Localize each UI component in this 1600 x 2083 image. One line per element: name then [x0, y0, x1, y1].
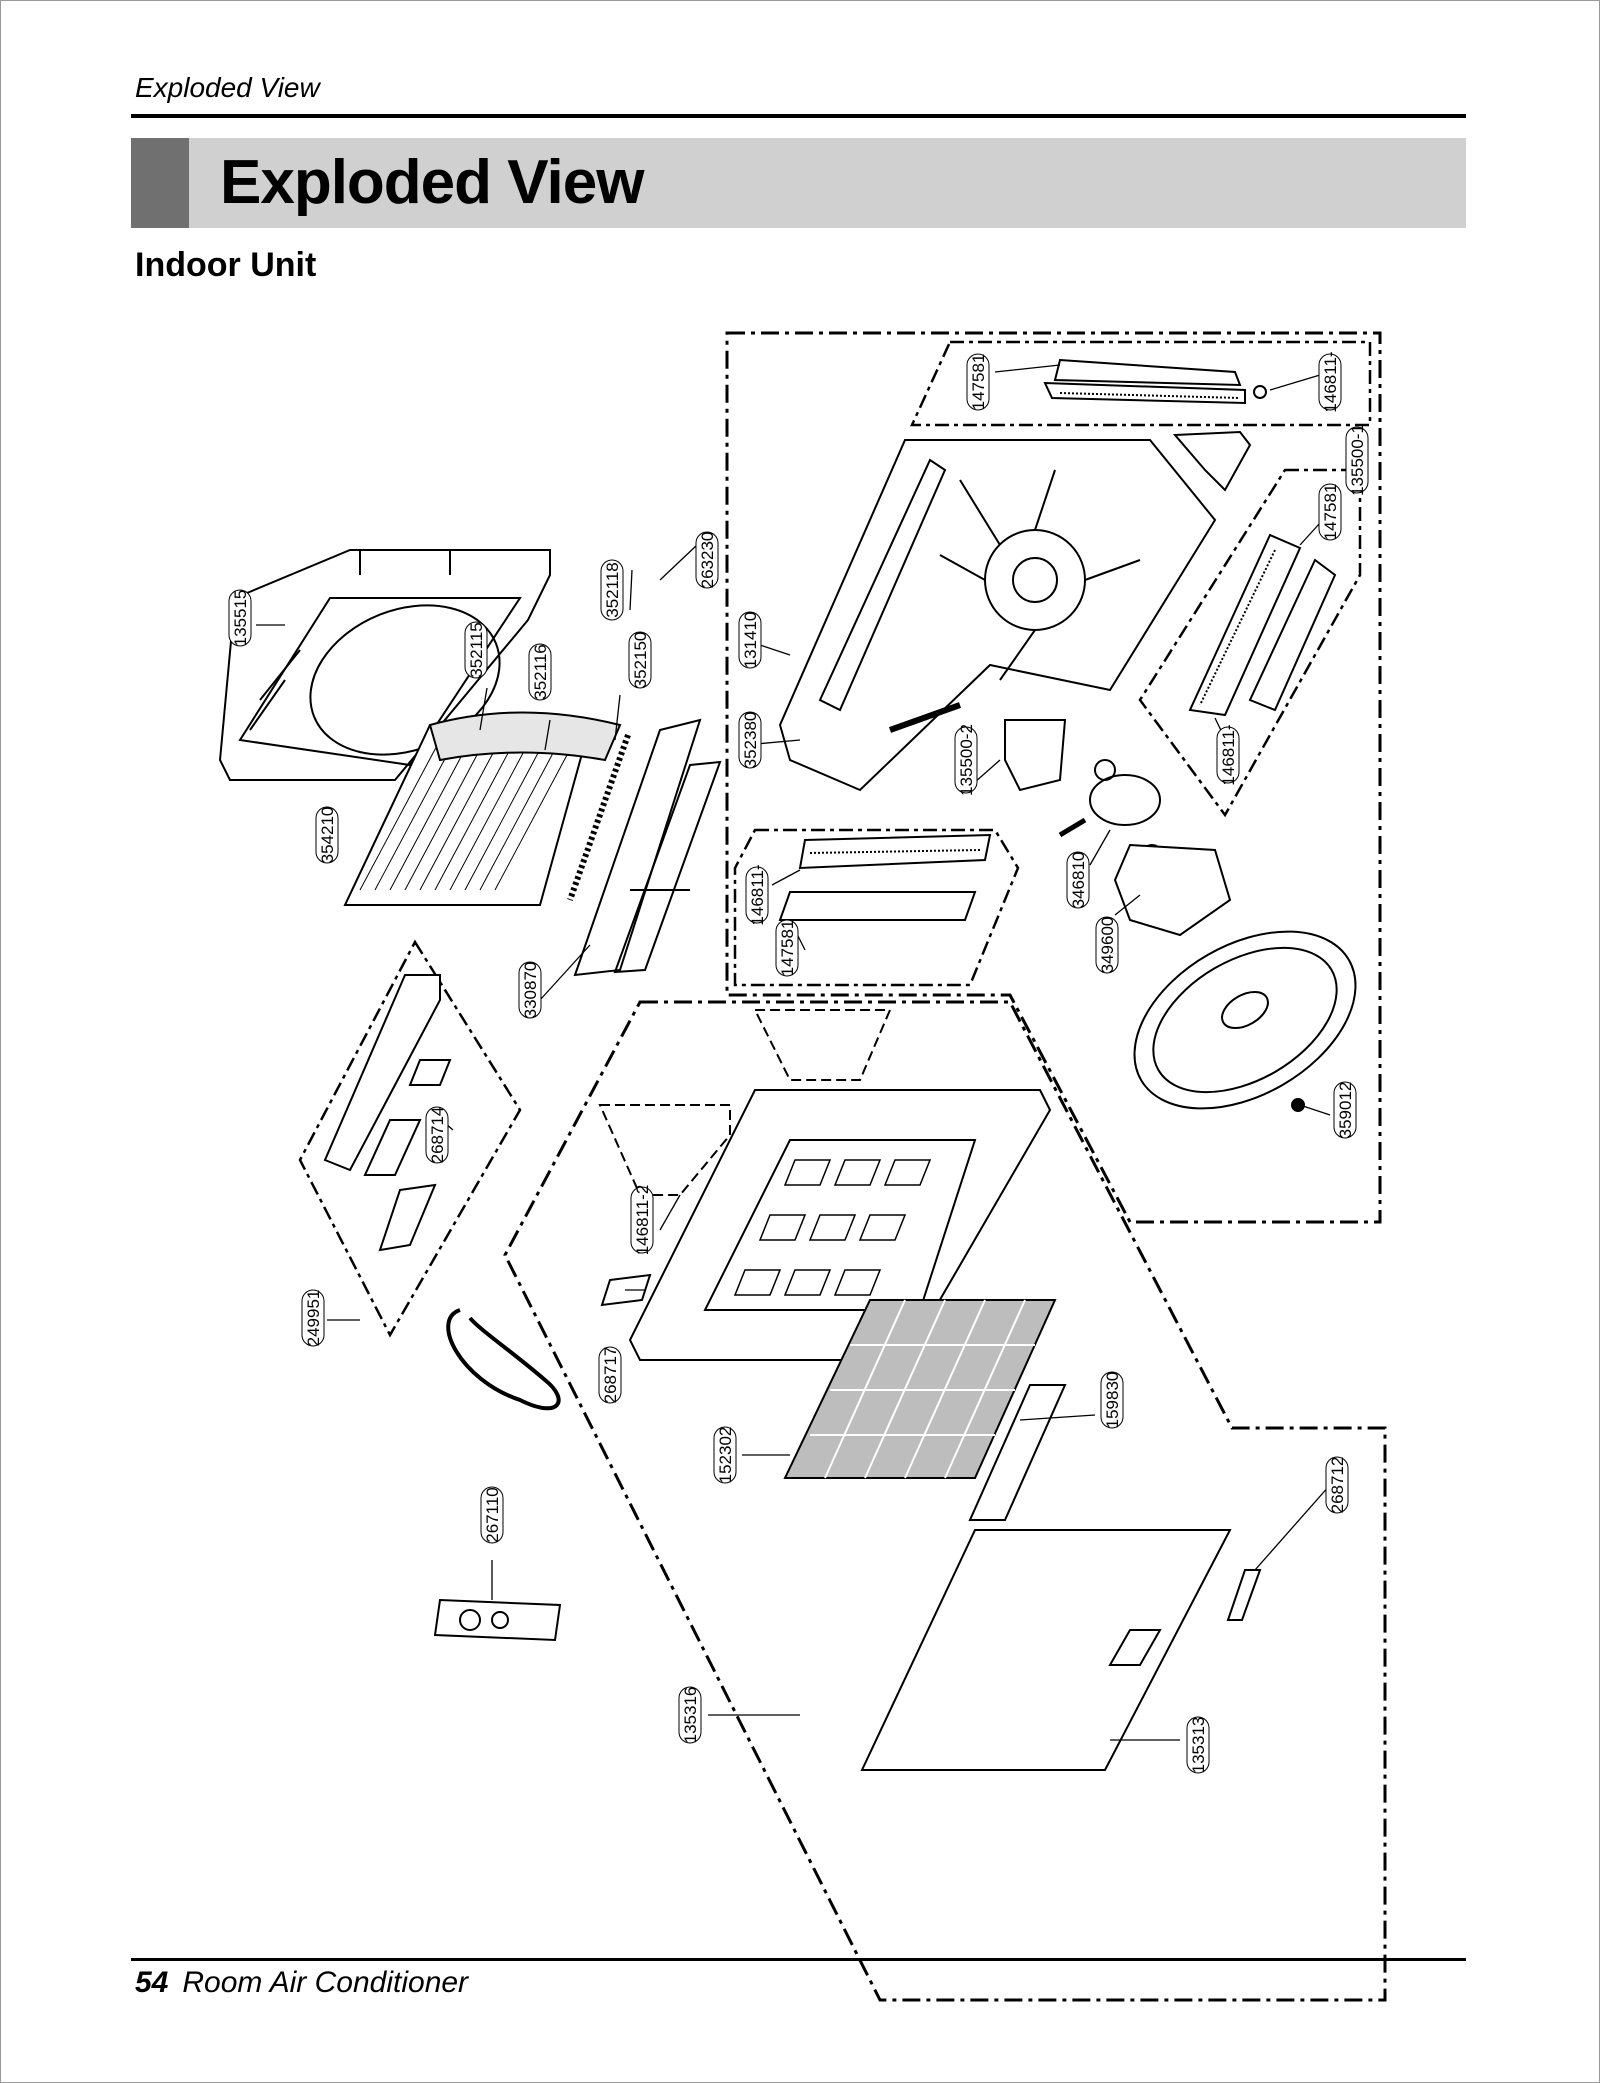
callout-268714: 268714 — [425, 1106, 449, 1164]
upper-bracket — [1172, 430, 1252, 492]
svg-text:352380: 352380 — [741, 712, 760, 769]
callout-352380: 352380 — [738, 711, 762, 769]
display-receiver — [1226, 1569, 1262, 1621]
back-chassis — [218, 549, 551, 781]
front-grille — [860, 1529, 1232, 1771]
callout-labels: 147581 146811- 135500-1 147581 146811- 2… — [228, 351, 1369, 1774]
callout-135500-2: 135500-2 — [954, 724, 978, 796]
callout-263230: 263230 — [695, 531, 719, 589]
svg-text:146811-: 146811- — [748, 864, 767, 925]
callout-147581-right: 147581 — [1318, 483, 1342, 541]
top-vane-boundary — [910, 340, 1372, 427]
svg-text:267110: 267110 — [483, 1487, 502, 1542]
air-filter — [783, 1299, 1057, 1479]
callout-146811-2: 146811-2 — [630, 1185, 654, 1256]
callout-352150: 352150 — [628, 631, 652, 689]
svg-text:135500-2: 135500-2 — [957, 724, 976, 796]
callout-352118: 352118 — [600, 559, 624, 621]
header-rule — [131, 114, 1466, 118]
evaporator-coil — [343, 711, 631, 906]
page-number: 54 — [135, 1966, 169, 1999]
callout-330870: 330870 — [518, 961, 542, 1019]
svg-text:147581: 147581 — [778, 920, 797, 977]
callout-146811-left: 146811- — [745, 864, 769, 926]
svg-text:135313: 135313 — [1189, 1717, 1208, 1774]
motor-mount — [1113, 843, 1232, 937]
svg-text:147581: 147581 — [1321, 484, 1340, 541]
callout-159830: 159830 — [1100, 1371, 1124, 1429]
svg-text:249951: 249951 — [304, 1290, 323, 1347]
svg-text:135515: 135515 — [231, 590, 250, 647]
callout-135313: 135313 — [1186, 1716, 1210, 1774]
callout-267110: 267110 — [480, 1486, 504, 1544]
callout-131410: 131410 — [738, 611, 762, 669]
callout-359012: 359012 — [1333, 1081, 1357, 1139]
fan-group-boundary — [725, 331, 1382, 1224]
svg-text:147581: 147581 — [969, 354, 988, 411]
callout-146811-right: 146811- — [1216, 724, 1240, 786]
callout-152302: 152302 — [713, 1426, 737, 1484]
svg-text:330870: 330870 — [521, 962, 540, 1019]
left-vane-assembly — [778, 833, 992, 921]
svg-text:268712: 268712 — [1328, 1457, 1347, 1514]
turbo-fan — [1133, 930, 1357, 1112]
fan-motor — [1058, 759, 1163, 866]
callout-268717: 268717 — [598, 1346, 622, 1404]
svg-text:146811-: 146811- — [1219, 724, 1238, 785]
callout-354210: 354210 — [315, 806, 339, 864]
svg-text:131410: 131410 — [741, 612, 760, 669]
running-head: Exploded View — [135, 72, 320, 103]
page-title: Exploded View — [220, 148, 644, 217]
vane-motor-boundary-b — [598, 1104, 731, 1196]
title-tab — [131, 138, 189, 228]
footer-rule — [131, 1958, 1466, 1961]
title-band — [131, 138, 1466, 228]
callout-135500-1: 135500-1 — [1345, 424, 1369, 496]
callout-352115: 352115 — [464, 621, 488, 679]
callout-249951: 249951 — [301, 1289, 325, 1347]
right-vane-assembly — [1188, 533, 1337, 717]
top-vane-assembly — [1043, 358, 1267, 405]
svg-text:263230: 263230 — [698, 532, 717, 589]
svg-text:152302: 152302 — [716, 1427, 735, 1484]
svg-text:159830: 159830 — [1103, 1372, 1122, 1429]
svg-text:135316: 135316 — [681, 1687, 700, 1744]
svg-text:352150: 352150 — [631, 632, 650, 689]
fan-housing — [778, 439, 1217, 792]
svg-text:352116: 352116 — [531, 644, 550, 699]
side-bracket — [1004, 719, 1067, 792]
svg-text:146811-: 146811- — [1321, 351, 1340, 412]
svg-text:268717: 268717 — [601, 1347, 620, 1404]
callout-349600: 349600 — [1095, 916, 1119, 974]
svg-text:146811-2: 146811-2 — [633, 1185, 652, 1256]
callout-147581-left: 147581 — [775, 919, 799, 977]
svg-text:359012: 359012 — [1336, 1082, 1355, 1139]
callout-135316: 135316 — [678, 1686, 702, 1744]
callout-147581-top: 147581 — [966, 353, 990, 411]
callout-346810: 346810 — [1066, 851, 1090, 909]
left-vane-boundary — [733, 828, 1020, 987]
wire-harness — [446, 1308, 561, 1411]
svg-text:268714: 268714 — [428, 1107, 447, 1164]
svg-text:354210: 354210 — [318, 807, 337, 864]
vane-motor-boundary-a — [753, 1009, 892, 1081]
svg-text:352115: 352115 — [467, 622, 486, 677]
svg-text:349600: 349600 — [1098, 917, 1117, 974]
control-box-assembly — [323, 974, 452, 1252]
callout-135515: 135515 — [228, 589, 252, 647]
callout-146811-top: 146811- — [1318, 351, 1342, 413]
svg-text:135500-1: 135500-1 — [1348, 424, 1367, 496]
page-footer: 54 Room Air Conditioner — [135, 1966, 468, 2000]
callout-268712: 268712 — [1325, 1456, 1349, 1514]
drain-pan — [573, 718, 722, 977]
section-subtitle: Indoor Unit — [135, 246, 317, 284]
svg-text:352118: 352118 — [603, 562, 622, 617]
front-panel-boundary — [503, 1000, 1387, 2002]
remote-controller — [433, 1598, 562, 1642]
callout-352116: 352116 — [528, 643, 552, 701]
svg-text:346810: 346810 — [1069, 852, 1088, 909]
document-title: Room Air Conditioner — [182, 1966, 469, 1999]
control-box-boundary — [298, 939, 522, 1338]
